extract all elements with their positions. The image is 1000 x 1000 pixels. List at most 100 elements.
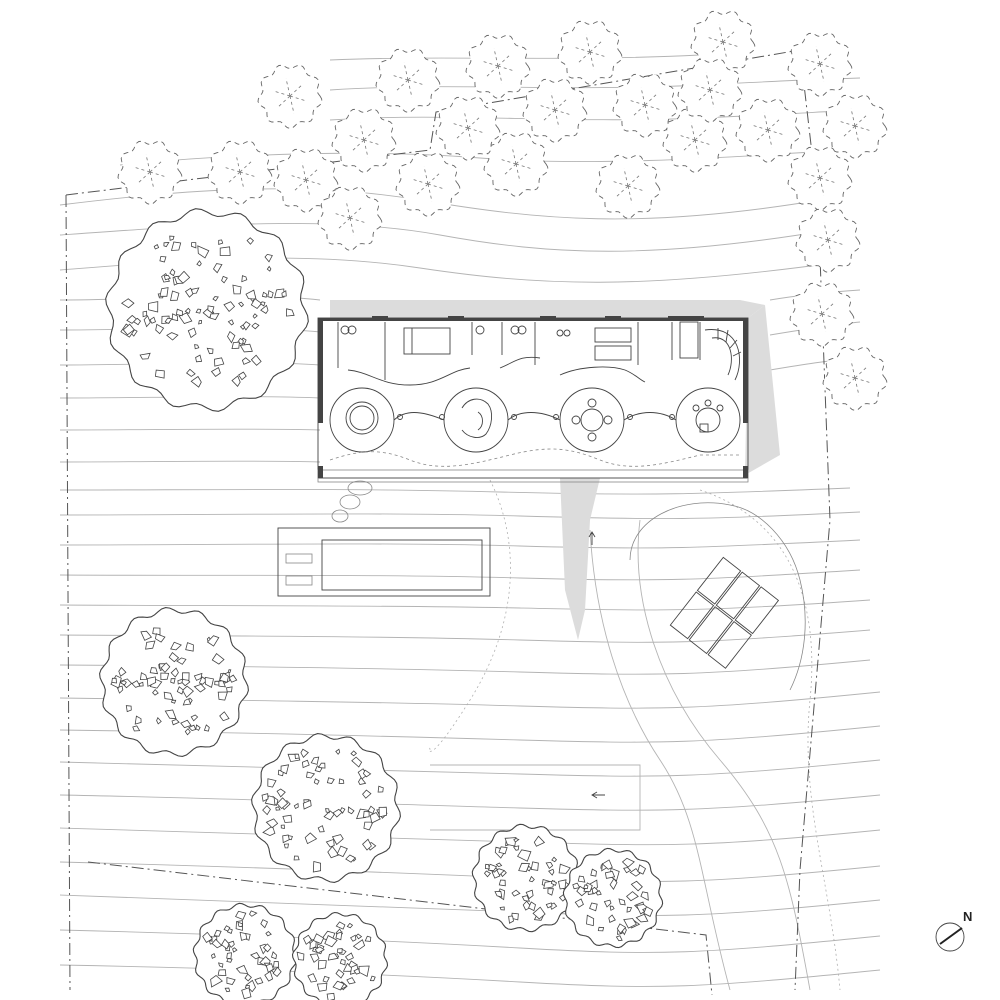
existing-tree-branch xyxy=(541,109,556,123)
leaf-fragment xyxy=(300,748,309,758)
leaf-fragment xyxy=(238,371,247,381)
leaf-fragment xyxy=(217,969,227,977)
leaf-fragment xyxy=(152,627,161,636)
leaf-fragment xyxy=(590,868,597,877)
leaf-fragment xyxy=(346,922,354,929)
leaf-fragment xyxy=(261,291,268,298)
leaf-fragment xyxy=(629,868,641,877)
leaf-fragment xyxy=(513,838,520,843)
leaf-fragment xyxy=(369,811,381,824)
existing-tree-branch xyxy=(272,90,291,97)
leaf-fragment xyxy=(322,975,330,983)
existing-tree-branch xyxy=(644,92,659,106)
leaf-fragment xyxy=(336,845,348,858)
leaf-fragment xyxy=(226,958,233,963)
leaf-fragment xyxy=(193,672,203,681)
leaf-fragment xyxy=(152,688,159,696)
leaf-fragment xyxy=(487,863,498,872)
leaf-fragment xyxy=(246,237,254,245)
leaf-fragment xyxy=(280,764,290,775)
leaf-fragment xyxy=(494,890,503,898)
leaf-fragment xyxy=(335,921,346,930)
leaf-fragment xyxy=(206,635,220,647)
leaf-fragment xyxy=(325,808,330,814)
leaf-fragment xyxy=(164,709,177,720)
leaf-fragment xyxy=(499,906,505,911)
leaf-fragment xyxy=(532,906,546,920)
leaf-fragment xyxy=(325,838,335,848)
leaf-fragment xyxy=(576,885,588,897)
leaf-fragment xyxy=(332,980,345,991)
existing-tree-branch xyxy=(349,217,368,224)
existing-tree-branch xyxy=(450,122,469,129)
leaf-fragment xyxy=(347,806,355,815)
existing-tree-branch xyxy=(394,79,409,93)
leaf-fragment xyxy=(314,765,323,773)
leaf-fragment xyxy=(317,960,327,970)
leaf-fragment xyxy=(235,964,249,974)
leaf-fragment xyxy=(517,849,532,862)
leaf-fragment xyxy=(332,808,343,818)
leaf-fragment xyxy=(221,275,228,284)
existing-tree-branch xyxy=(350,139,365,153)
leaf-fragment xyxy=(352,939,366,951)
tree-canopy xyxy=(471,823,581,933)
existing-tree-branch xyxy=(407,67,422,81)
leaf-fragment xyxy=(171,719,180,726)
existing-tree-branch xyxy=(821,301,836,315)
existing-tree-branch xyxy=(819,63,838,70)
existing-tree-branch xyxy=(644,104,663,111)
existing-tree-branch xyxy=(854,113,869,127)
leaf-fragment xyxy=(528,901,536,912)
leaf-fragment xyxy=(326,992,336,1000)
existing-tree-branch xyxy=(614,185,629,199)
leaf-fragment xyxy=(226,928,233,934)
leaf-fragment xyxy=(170,641,182,651)
leaf-fragment xyxy=(260,301,266,307)
leaf-fragment xyxy=(224,987,231,993)
existing-tree-branch xyxy=(754,129,769,143)
leaf-fragment xyxy=(484,863,490,870)
leaf-fragment xyxy=(210,974,223,988)
leaf-fragment xyxy=(164,317,173,325)
leaf-fragment xyxy=(197,245,210,259)
existing-tree-branch xyxy=(819,51,834,65)
leaf-fragment xyxy=(604,870,616,879)
leaf-fragment xyxy=(185,642,194,652)
existing-tree-branch xyxy=(802,172,821,179)
leaf-fragment xyxy=(210,367,221,377)
leaf-fragment xyxy=(119,680,127,686)
existing-tree-branch xyxy=(410,178,429,185)
leaf-fragment xyxy=(302,934,313,945)
leaf-fragment xyxy=(312,860,322,873)
leaf-fragment xyxy=(163,691,174,701)
existing-tree-branch xyxy=(414,183,429,197)
existing-tree-branch xyxy=(572,46,591,53)
leaf-fragment xyxy=(307,973,318,983)
leaf-fragment xyxy=(184,307,191,315)
existing-tree-branch xyxy=(363,127,378,141)
leaf-fragment xyxy=(285,308,295,317)
leaf-fragment xyxy=(249,910,258,917)
leaf-fragment xyxy=(511,889,521,897)
leaf-fragment xyxy=(294,753,300,759)
parking-deck xyxy=(669,556,780,669)
leaf-fragment xyxy=(143,315,151,328)
leaf-fragment xyxy=(235,910,247,921)
existing-tree-branch xyxy=(554,97,569,111)
leaf-fragment xyxy=(615,935,623,942)
leaf-fragment xyxy=(508,915,514,924)
leaf-fragment xyxy=(355,933,363,940)
existing-tree-branch xyxy=(722,41,741,48)
existing-tree-branch xyxy=(841,377,856,391)
leaf-fragment xyxy=(603,899,612,908)
leaf-fragment xyxy=(190,714,199,722)
leaf-fragment xyxy=(260,919,269,929)
leaf-fragment xyxy=(262,943,272,953)
existing-tree-branch xyxy=(305,167,320,181)
existing-tree-branch xyxy=(484,65,499,79)
existing-tree-branch xyxy=(407,79,426,86)
leaf-fragment xyxy=(131,680,141,688)
existing-tree-branch xyxy=(806,63,821,77)
leaf-fragment xyxy=(227,669,232,674)
